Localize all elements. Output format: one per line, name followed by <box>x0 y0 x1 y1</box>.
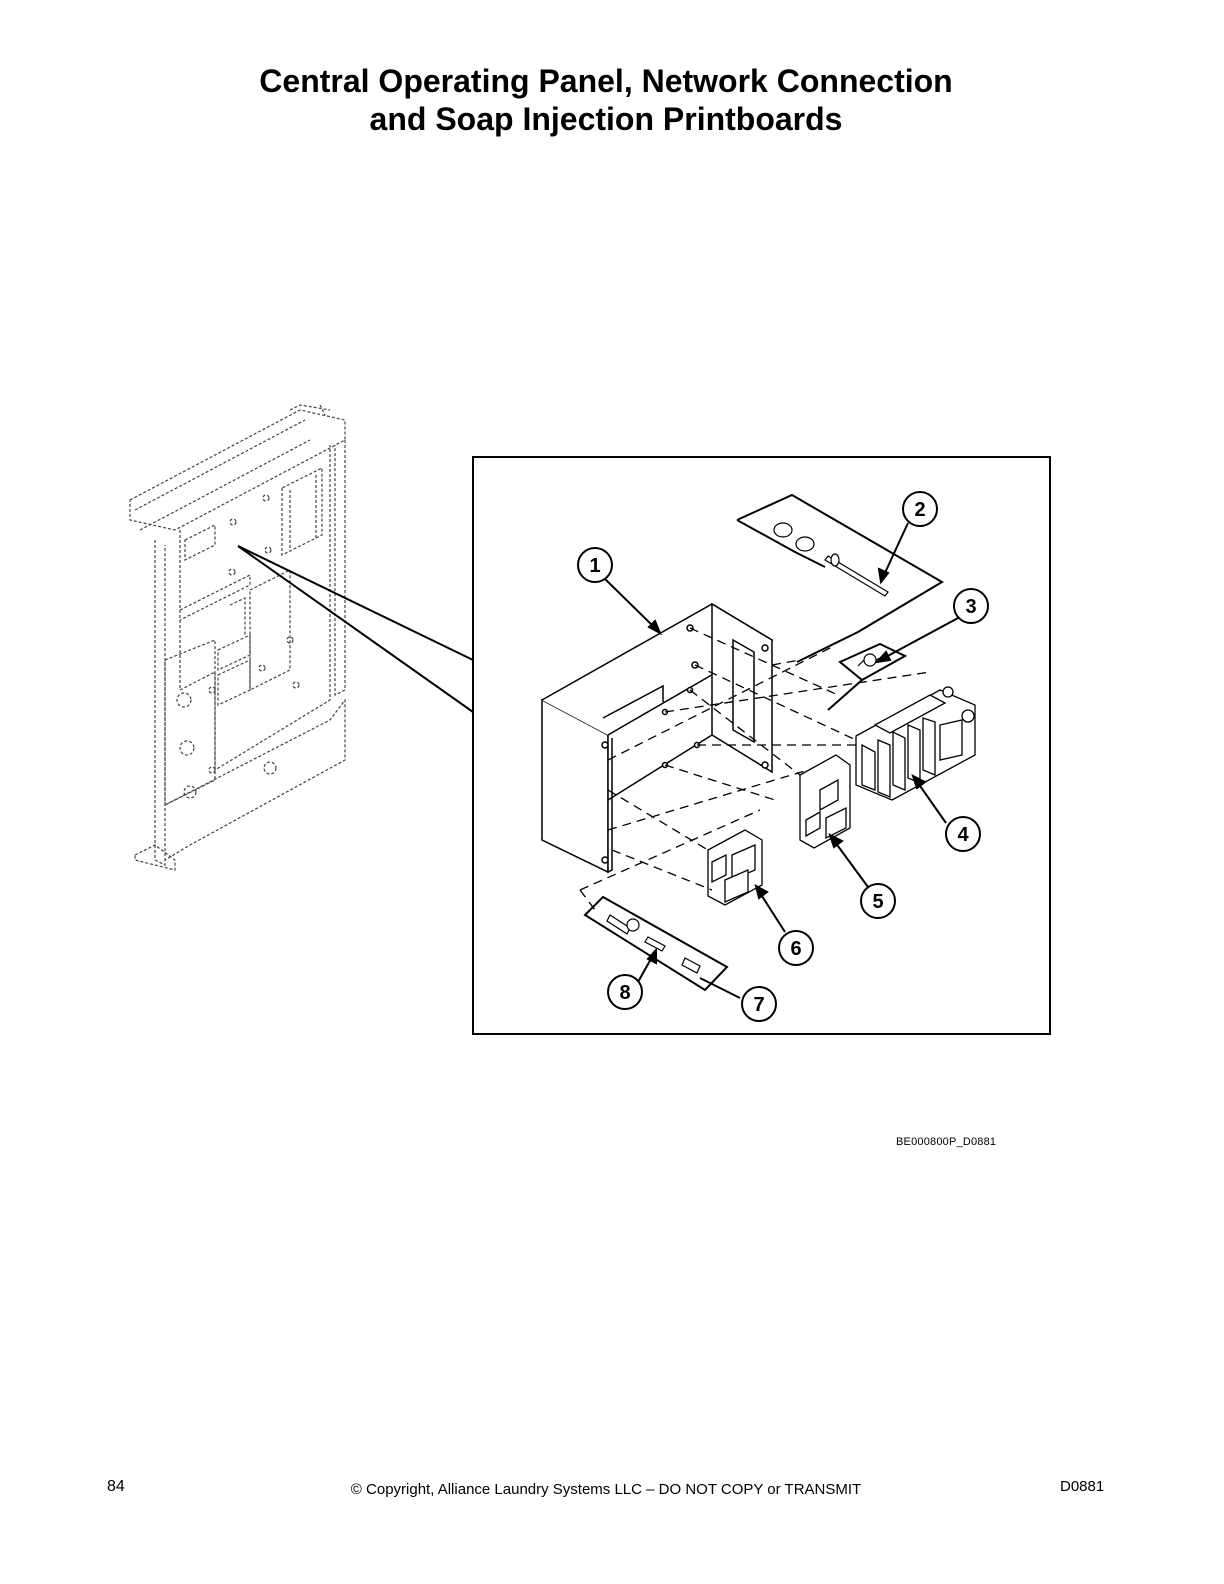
callout-3: 3 <box>953 588 989 624</box>
fuse-callout-box <box>583 895 729 992</box>
connector-callout-box <box>827 642 908 711</box>
callout-7-label: 7 <box>753 994 764 1016</box>
detail-view-box <box>472 456 1051 1035</box>
callout-2-label: 2 <box>914 499 925 521</box>
network-printboard <box>799 754 851 849</box>
title-line-2: and Soap Injection Printboards <box>369 101 843 137</box>
connector-part <box>857 653 885 667</box>
callout-3-label: 3 <box>965 596 976 618</box>
fuse-parts <box>606 914 701 974</box>
callout-7: 7 <box>741 986 777 1022</box>
callout-8-label: 8 <box>619 982 630 1004</box>
assembly-lines <box>579 627 931 911</box>
callout-2: 2 <box>902 491 938 527</box>
page-title: Central Operating Panel, Network Connect… <box>0 62 1212 138</box>
figure-id: BE000800P_D0881 <box>896 1136 997 1148</box>
spacer-parts <box>773 522 889 597</box>
page-number: 84 <box>107 1478 125 1495</box>
soap-injection-printboard <box>707 829 763 906</box>
spacer-kit-callout-box <box>736 493 944 663</box>
callout-1: 1 <box>577 547 613 583</box>
callout-4: 4 <box>945 816 981 852</box>
callout-4-label: 4 <box>957 824 969 846</box>
cabinet-frame-overview <box>129 404 346 871</box>
callout-5-label: 5 <box>872 891 883 913</box>
callout-6: 6 <box>778 930 814 966</box>
central-panel-bracket <box>541 602 774 874</box>
copyright-notice: © Copyright, Alliance Laundry Systems LL… <box>350 1481 862 1498</box>
callout-1-label: 1 <box>589 555 600 577</box>
callout-8: 8 <box>607 974 643 1010</box>
document-code: D0881 <box>1060 1478 1105 1495</box>
title-line-1: Central Operating Panel, Network Connect… <box>259 63 953 99</box>
central-printboard <box>855 686 976 801</box>
callout-leaders <box>603 522 959 999</box>
detail-zoom-lines <box>237 545 474 713</box>
callout-6-label: 6 <box>790 938 801 960</box>
callout-5: 5 <box>860 883 896 919</box>
